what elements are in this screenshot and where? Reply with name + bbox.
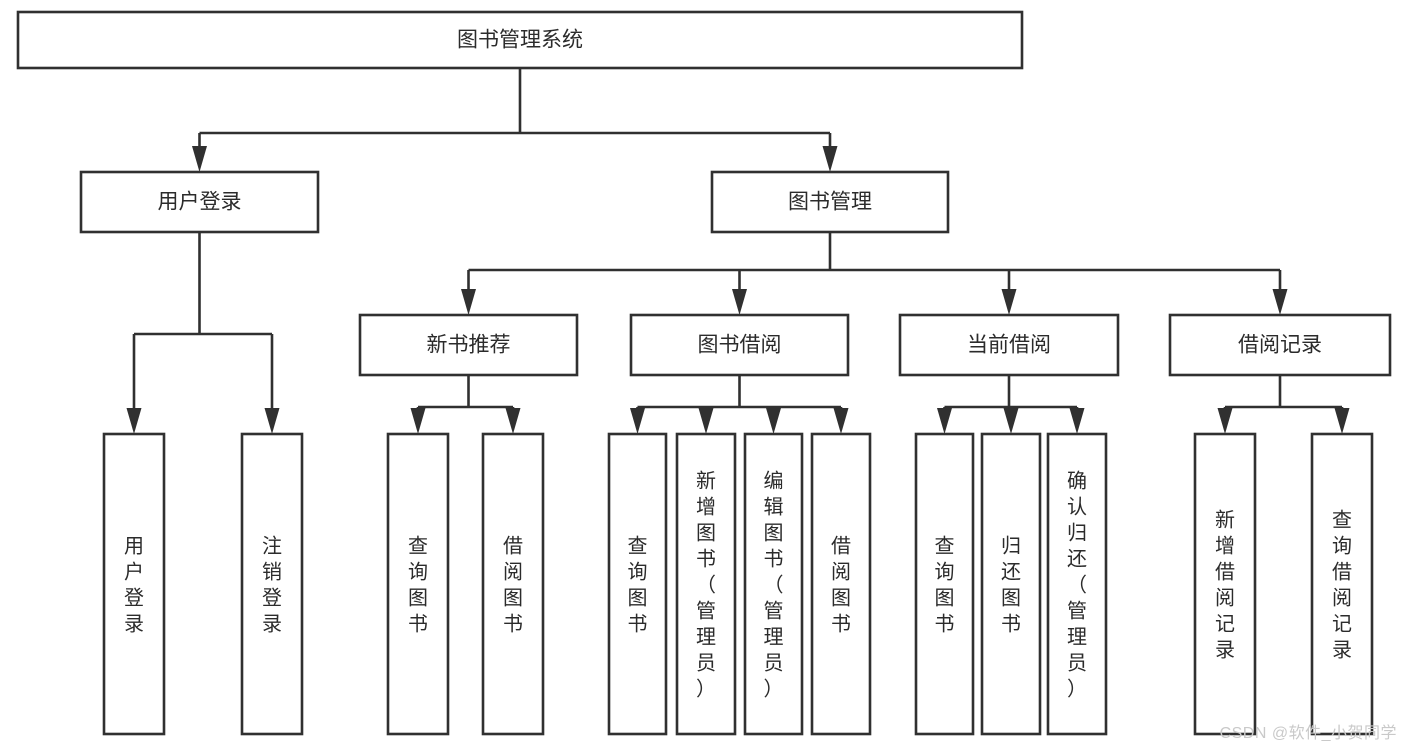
node-label: 图书管理系统 bbox=[457, 29, 583, 52]
node-l2_3[interactable]: 借阅记录 bbox=[1168, 313, 1392, 377]
node-l3_10[interactable]: 确认归还（管理员） bbox=[1046, 432, 1108, 736]
node-label: 用户登录 bbox=[124, 535, 144, 635]
node-box bbox=[1046, 432, 1108, 736]
node-l3_7[interactable]: 借阅图书 bbox=[810, 432, 872, 736]
node-box bbox=[1310, 432, 1374, 736]
node-label: 图书借阅 bbox=[698, 334, 782, 357]
node-root[interactable]: 图书管理系统 bbox=[16, 10, 1024, 70]
node-box bbox=[980, 432, 1042, 736]
node-label: 查询图书 bbox=[408, 534, 428, 635]
node-label: 查询借阅记录 bbox=[1332, 508, 1352, 661]
node-label: 借阅记录 bbox=[1238, 334, 1322, 357]
node-label: 新增图书（管理员） bbox=[696, 469, 716, 700]
node-label: 确认归还（管理员） bbox=[1067, 469, 1087, 700]
node-label: 查询图书 bbox=[628, 534, 648, 635]
node-l3_12[interactable]: 查询借阅记录 bbox=[1310, 432, 1374, 736]
node-l2_0[interactable]: 新书推荐 bbox=[358, 313, 579, 377]
node-l3_3[interactable]: 借阅图书 bbox=[481, 432, 545, 736]
node-l3_1[interactable]: 注销登录 bbox=[240, 432, 304, 736]
node-box bbox=[710, 170, 950, 234]
node-label: 借阅图书 bbox=[503, 534, 523, 635]
node-label: 新书推荐 bbox=[427, 334, 511, 357]
node-l3_11[interactable]: 新增借阅记录 bbox=[1193, 432, 1257, 736]
node-box bbox=[898, 313, 1120, 377]
node-box bbox=[607, 432, 668, 736]
edge-group-l2_2 bbox=[937, 375, 1085, 434]
watermark-text: CSDN @软件_小贺同学 bbox=[1219, 725, 1397, 742]
edge-group-l1_1 bbox=[461, 232, 1288, 315]
node-l3_0[interactable]: 用户登录 bbox=[102, 432, 166, 736]
edge-group-l2_0 bbox=[410, 375, 521, 434]
node-box bbox=[481, 432, 545, 736]
node-l1_0[interactable]: 用户登录 bbox=[79, 170, 320, 234]
nodes-layer: 图书管理系统用户登录图书管理新书推荐图书借阅当前借阅借阅记录用户登录注销登录查询… bbox=[16, 10, 1392, 736]
node-l3_6[interactable]: 编辑图书（管理员） bbox=[743, 432, 804, 736]
edge-group-root bbox=[192, 68, 838, 172]
node-box bbox=[675, 432, 737, 736]
node-label: 归还图书 bbox=[1001, 534, 1021, 635]
node-l3_9[interactable]: 归还图书 bbox=[980, 432, 1042, 736]
node-box bbox=[240, 432, 304, 736]
node-l2_2[interactable]: 当前借阅 bbox=[898, 313, 1120, 377]
node-l3_5[interactable]: 新增图书（管理员） bbox=[675, 432, 737, 736]
edge-group-l2_3 bbox=[1217, 375, 1350, 434]
node-box bbox=[16, 10, 1024, 70]
node-l3_4[interactable]: 查询图书 bbox=[607, 432, 668, 736]
node-l1_1[interactable]: 图书管理 bbox=[710, 170, 950, 234]
node-label: 编辑图书（管理员） bbox=[764, 469, 784, 700]
node-label: 查询图书 bbox=[935, 534, 955, 635]
node-box bbox=[629, 313, 850, 377]
node-label: 图书管理 bbox=[788, 191, 872, 214]
node-box bbox=[79, 170, 320, 234]
node-box bbox=[386, 432, 450, 736]
node-l3_2[interactable]: 查询图书 bbox=[386, 432, 450, 736]
node-label: 新增借阅记录 bbox=[1215, 508, 1235, 661]
edges-layer bbox=[126, 68, 1350, 434]
node-label: 注销登录 bbox=[262, 534, 282, 635]
node-box bbox=[1168, 313, 1392, 377]
node-label: 当前借阅 bbox=[967, 334, 1051, 357]
edge-group-l1_0 bbox=[126, 232, 280, 434]
node-box bbox=[102, 432, 166, 736]
node-label: 借阅图书 bbox=[831, 534, 851, 635]
node-box bbox=[1193, 432, 1257, 736]
node-l2_1[interactable]: 图书借阅 bbox=[629, 313, 850, 377]
node-box bbox=[743, 432, 804, 736]
node-label: 用户登录 bbox=[158, 191, 242, 214]
node-l3_8[interactable]: 查询图书 bbox=[914, 432, 975, 736]
node-box bbox=[810, 432, 872, 736]
node-box bbox=[358, 313, 579, 377]
node-box bbox=[914, 432, 975, 736]
edge-group-l2_1 bbox=[630, 375, 849, 434]
